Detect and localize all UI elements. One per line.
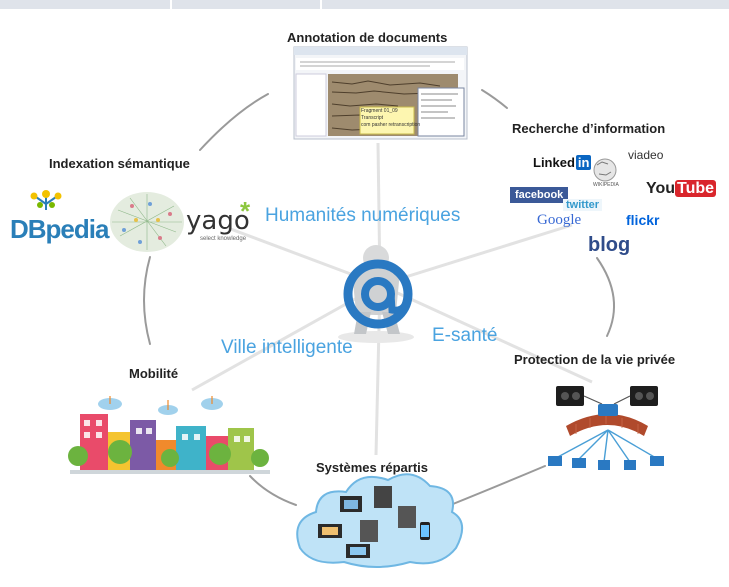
yago-logo: yago [186, 206, 250, 236]
arc-mobilite-systemes [249, 475, 297, 506]
top-tab[interactable] [322, 0, 729, 9]
arc-annotation-indexation [199, 93, 269, 151]
wikipedia-globe-icon [593, 158, 617, 182]
arc-systemes-protection [447, 465, 546, 507]
privacy-network-illustration [548, 386, 664, 470]
yago-asterisk-icon: * [240, 196, 251, 226]
theme-label-esante: E-santé [432, 325, 498, 346]
smart-city-illustration [68, 396, 270, 474]
blog-logo: blog [588, 234, 631, 256]
theme-label-ville: Ville intelligente [221, 337, 353, 358]
popup-line: Transcript [361, 115, 384, 121]
arc-annotation-recherche [481, 89, 508, 109]
flickr-logo: flickr [626, 212, 660, 228]
theme-label-humanites: Humanités numériques [265, 205, 461, 226]
central-at-figure-icon [338, 245, 414, 343]
linkedin-text: Linked [533, 155, 575, 170]
arc-recherche-protection [596, 257, 616, 337]
annotation-document-thumbnail [293, 46, 468, 140]
node-label-annotation: Annotation de documents [287, 30, 448, 45]
spoke-recherche [379, 223, 573, 287]
popup-line: Fragment 01_09 [361, 108, 398, 114]
wikipedia-logo: WIKIPEDIA [593, 182, 619, 188]
google-logo: Google [537, 212, 582, 228]
viadeo-logo: viadeo [628, 148, 664, 162]
node-label-indexation: Indexation sémantique [49, 156, 190, 171]
node-label-systemes: Systèmes répartis [316, 460, 429, 475]
youtube-tube: Tube [675, 180, 717, 197]
annotation-popup: Fragment 01_09 Transcript com pasher ret… [361, 108, 420, 129]
arc-indexation-mobilite [143, 256, 151, 345]
spoke-protection [379, 283, 593, 384]
semantic-graph-thumbnail [110, 192, 184, 252]
youtube-you: You [646, 180, 676, 197]
yago-tagline: select knowledge [200, 236, 247, 242]
dbpedia-tree-icon [30, 190, 62, 210]
facebook-logo: facebook [510, 187, 569, 203]
linkedin-in-badge: in [575, 155, 592, 170]
top-tab[interactable] [172, 0, 322, 9]
node-label-mobilite: Mobilité [129, 366, 179, 381]
top-tab[interactable] [0, 0, 172, 9]
popup-line: com pasher retranscription [361, 122, 421, 128]
top-tab-bar [0, 0, 729, 9]
dbpedia-logo: DBpedia [10, 214, 109, 244]
twitter-logo: twitter [563, 199, 602, 211]
outer-arcs [143, 89, 616, 507]
node-label-recherche: Recherche d’information [512, 121, 666, 136]
node-label-protection: Protection de la vie privée [514, 352, 676, 367]
distributed-cloud-illustration [296, 473, 463, 568]
